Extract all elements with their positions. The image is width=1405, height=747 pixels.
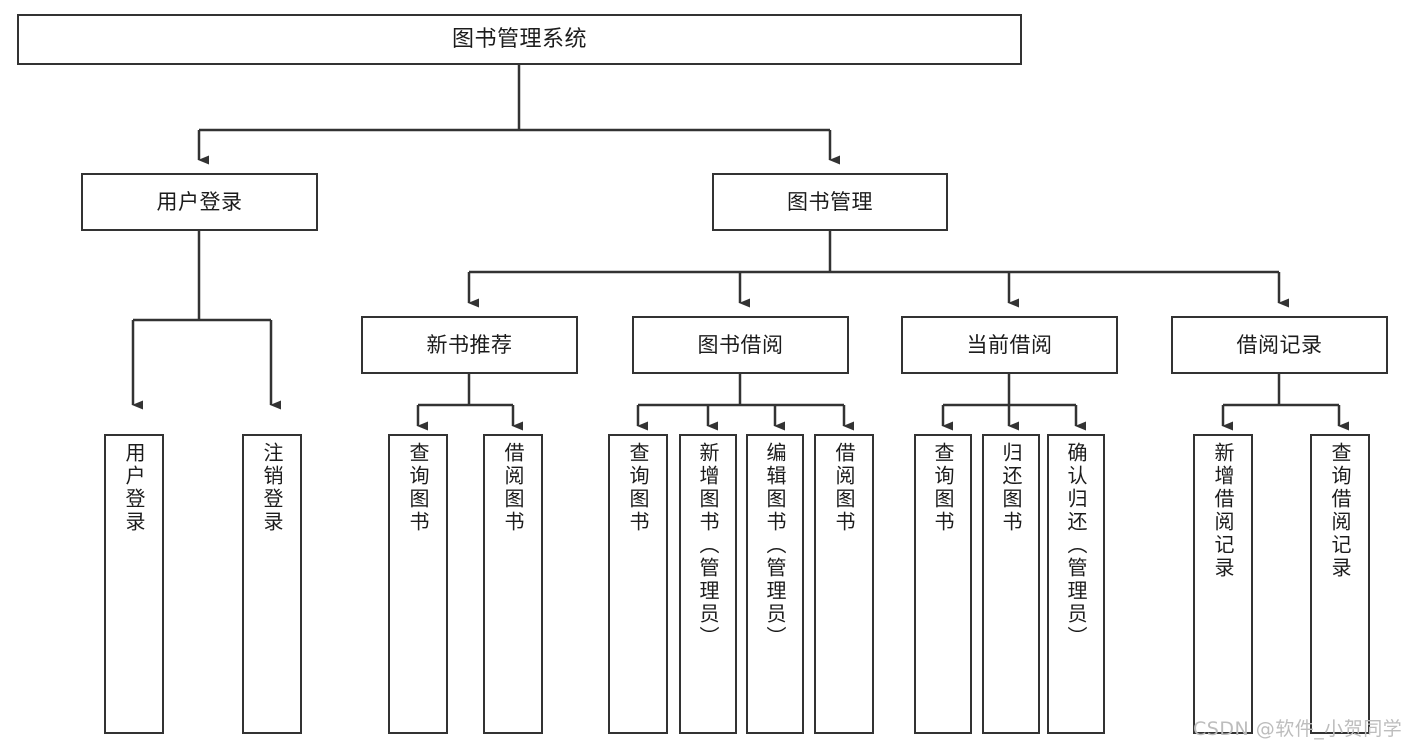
leaf-current-query-book[interactable]: 查询图书 bbox=[914, 434, 972, 734]
node-label: 注销登录 bbox=[260, 442, 284, 534]
leaf-new-book-query[interactable]: 查询图书 bbox=[388, 434, 448, 734]
node-new-book-recommend[interactable]: 新书推荐 bbox=[361, 316, 578, 374]
node-label: 图书借阅 bbox=[697, 332, 784, 357]
node-current-borrow[interactable]: 当前借阅 bbox=[901, 316, 1118, 374]
node-label: 借阅图书 bbox=[832, 442, 856, 534]
leaf-borrow-edit-book[interactable]: 编辑图书（管理员） bbox=[746, 434, 804, 734]
node-label: 查询图书 bbox=[931, 442, 955, 534]
node-label: 当前借阅 bbox=[966, 332, 1053, 357]
leaf-borrow-query-book[interactable]: 查询图书 bbox=[608, 434, 668, 734]
node-label: 归还图书 bbox=[999, 442, 1023, 534]
node-user-login[interactable]: 用户登录 bbox=[81, 173, 318, 231]
node-label: 新增图书（管理员） bbox=[696, 442, 720, 649]
leaf-record-add[interactable]: 新增借阅记录 bbox=[1193, 434, 1253, 734]
node-label: 查询图书 bbox=[406, 442, 430, 534]
leaf-current-return-book[interactable]: 归还图书 bbox=[982, 434, 1040, 734]
node-borrow-record[interactable]: 借阅记录 bbox=[1171, 316, 1388, 374]
leaf-borrow-add-book[interactable]: 新增图书（管理员） bbox=[679, 434, 737, 734]
node-label: 图书管理系统 bbox=[451, 26, 587, 52]
node-label: 用户登录 bbox=[156, 189, 243, 214]
csdn-watermark: CSDN @软件_小贺同学 bbox=[1193, 718, 1403, 740]
node-label: 新书推荐 bbox=[426, 332, 513, 357]
node-label: 借阅图书 bbox=[501, 442, 525, 534]
node-label: 编辑图书（管理员） bbox=[763, 442, 787, 649]
node-label: 图书管理 bbox=[787, 189, 873, 214]
node-label: 查询图书 bbox=[626, 442, 650, 534]
leaf-user-login-logout[interactable]: 注销登录 bbox=[242, 434, 302, 734]
node-book-borrow[interactable]: 图书借阅 bbox=[632, 316, 849, 374]
leaf-new-book-borrow[interactable]: 借阅图书 bbox=[483, 434, 543, 734]
node-label: 查询借阅记录 bbox=[1328, 442, 1352, 580]
leaf-record-query[interactable]: 查询借阅记录 bbox=[1310, 434, 1370, 734]
node-label: 确认归还（管理员） bbox=[1064, 442, 1088, 649]
leaf-user-login-login[interactable]: 用户登录 bbox=[104, 434, 164, 734]
leaf-current-confirm-return[interactable]: 确认归还（管理员） bbox=[1047, 434, 1105, 734]
node-label: 新增借阅记录 bbox=[1211, 442, 1235, 580]
node-label: 借阅记录 bbox=[1236, 332, 1323, 357]
node-label: 用户登录 bbox=[122, 442, 146, 534]
leaf-borrow-borrow-book[interactable]: 借阅图书 bbox=[814, 434, 874, 734]
node-book-management[interactable]: 图书管理 bbox=[712, 173, 948, 231]
node-root-system[interactable]: 图书管理系统 bbox=[17, 14, 1022, 65]
